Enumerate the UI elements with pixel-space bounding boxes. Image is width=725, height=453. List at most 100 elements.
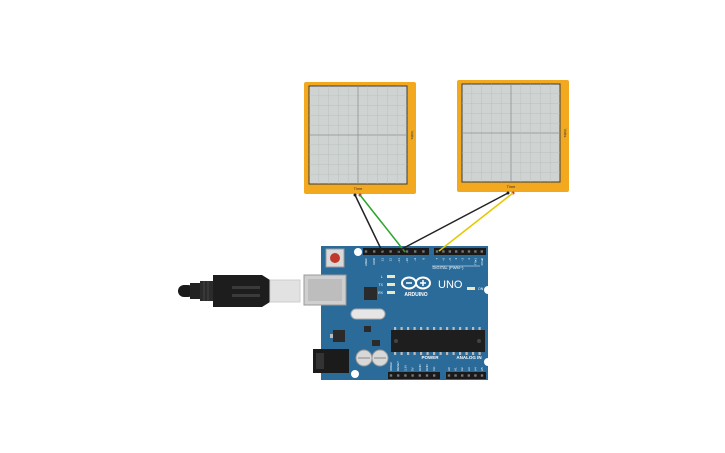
digital-pin[interactable] [455, 250, 458, 253]
wire-scope1-signal[interactable] [359, 194, 406, 253]
power-label: POWER [421, 355, 439, 360]
led-on [467, 287, 475, 290]
oscilloscope-2-time-label: Time [507, 184, 517, 189]
led-rx-label: RX [378, 291, 384, 295]
digital-pin[interactable] [389, 250, 392, 253]
mount-hole [484, 358, 492, 366]
digital-pin[interactable] [397, 250, 400, 253]
usb-plug-metal [269, 279, 301, 303]
digital-pin[interactable] [414, 250, 417, 253]
digital-pin-label: GND [372, 257, 376, 265]
oscilloscope-1-grid [309, 86, 407, 184]
digital-pin-label: ~10 [405, 258, 409, 263]
digital-pin-label: ~3 [461, 258, 465, 262]
usb-controller-chip [364, 287, 377, 300]
mount-hole [354, 248, 362, 256]
digital-pin[interactable] [480, 250, 483, 253]
analog-pin[interactable] [474, 374, 477, 377]
wires[interactable] [354, 192, 514, 253]
usb-cable[interactable] [178, 275, 301, 307]
led-on-label: ON [478, 287, 484, 291]
analog-pin[interactable] [454, 374, 457, 377]
digital-pin-label: 8 [421, 258, 425, 260]
usb-cable-ribs [200, 281, 214, 301]
arduino-logo [401, 276, 431, 290]
power-pin[interactable] [397, 374, 400, 377]
wire-scope2-signal[interactable] [438, 192, 514, 252]
analog-pin-label: A0 [447, 367, 451, 371]
voltage-regulator [333, 330, 345, 342]
digital-pin-label: 4 [454, 258, 458, 260]
oscilloscope-2-grid [462, 84, 560, 182]
digital-pin[interactable] [467, 250, 471, 253]
digital-pin[interactable] [448, 250, 451, 253]
oscilloscope-1-volts-label: Volts [410, 131, 415, 140]
analog-pin-label: A1 [454, 367, 458, 371]
power-pin[interactable] [418, 374, 421, 377]
led-l-label: L [381, 275, 383, 279]
digital-pin[interactable] [435, 250, 439, 253]
power-pin[interactable] [433, 374, 436, 377]
model-label: UNO [438, 279, 463, 291]
power-pin[interactable] [411, 374, 414, 377]
oscilloscope-1-time-label: Time [354, 186, 364, 191]
power-pin[interactable] [404, 374, 407, 377]
digital-pin[interactable] [422, 250, 425, 253]
wire-scope2-gnd[interactable] [397, 192, 509, 252]
led-rx [387, 291, 395, 294]
brand-label: ARDUINO [404, 292, 427, 298]
power-header [388, 372, 440, 379]
digital-pin[interactable] [461, 250, 464, 253]
digital-pin-label: ~5 [448, 258, 452, 262]
digital-pin[interactable] [373, 250, 376, 253]
reset-button-cap [330, 253, 340, 263]
crystal-oscillator [350, 308, 386, 320]
oscilloscope-1[interactable]: Time Volts [304, 82, 416, 197]
led-tx [387, 283, 395, 286]
analog-pin[interactable] [467, 374, 470, 377]
digital-pin[interactable] [474, 250, 477, 253]
atmega-chip [391, 330, 485, 352]
digital-pin-label: ~9 [413, 258, 417, 262]
analog-label: ANALOG IN [456, 355, 481, 360]
digital-pin[interactable] [442, 250, 445, 253]
arduino-uno-board[interactable]: L TX RX ON ARDUINO UNO DIGITAL (PWM~) AR… [303, 246, 492, 380]
digital-pin-label: AREF [364, 258, 368, 266]
digital-pin-label: ~11 [397, 258, 401, 263]
power-pin-label: 3.3V [403, 365, 407, 371]
analog-pin[interactable] [461, 374, 464, 377]
power-pin-label: Vin [432, 366, 436, 371]
analog-pin-label: A2 [460, 367, 464, 371]
oscilloscope-2-volts-label: Volts [563, 129, 568, 138]
mount-hole [484, 286, 492, 294]
oscilloscope-2[interactable]: Time Volts [457, 80, 569, 195]
analog-pin-label: A4 [473, 367, 477, 371]
power-pin-label: 5V [411, 367, 415, 371]
digital-pin[interactable] [405, 250, 409, 253]
digital-pin-label: RX◂0 [480, 258, 484, 266]
power-pin-label: RESET [396, 361, 400, 371]
power-pin[interactable] [389, 374, 393, 377]
digital-pin-label: 7 [435, 258, 439, 260]
power-pin-label: GND [418, 364, 422, 372]
digital-pin[interactable] [364, 250, 368, 253]
analog-pin[interactable] [447, 374, 451, 377]
wire-scope1-gnd[interactable] [354, 194, 383, 252]
digital-pin-label: TX▸1 [473, 258, 477, 265]
led-l [387, 275, 395, 278]
digital-pin-label: ~6 [441, 258, 445, 262]
analog-pin[interactable] [480, 374, 484, 377]
power-pin-label: GND [425, 364, 429, 372]
led-tx-label: TX [379, 283, 384, 287]
analog-pin-label: A3 [467, 367, 471, 371]
mount-hole [351, 370, 359, 378]
power-pin[interactable] [425, 374, 429, 377]
digital-pin-label: 13 [380, 258, 384, 262]
digital-pin[interactable] [381, 250, 384, 253]
analog-pin-label: A5 [480, 367, 484, 371]
power-pin-label: IOREF [389, 362, 393, 371]
digital-header-right [434, 248, 486, 255]
